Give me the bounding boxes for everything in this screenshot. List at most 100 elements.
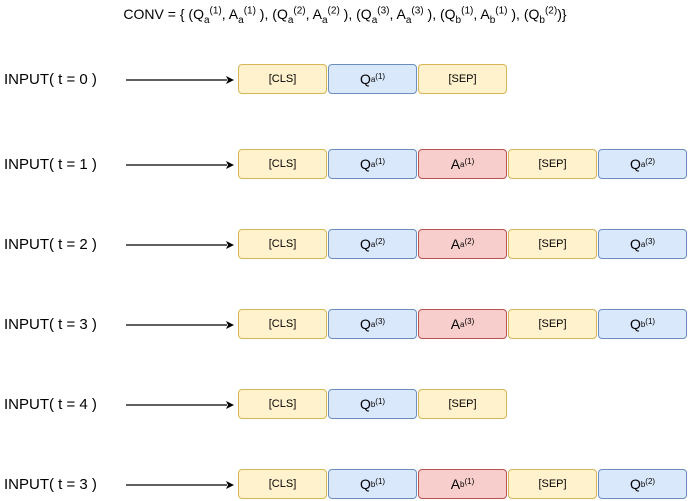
cls-token: [CLS] — [238, 389, 327, 419]
title-open-brace: { — [179, 6, 189, 22]
title-term-superscript: (1) — [209, 5, 222, 17]
cls-token: [CLS] — [238, 309, 327, 339]
token-text: [CLS] — [268, 398, 297, 410]
token-text: [CLS] — [268, 238, 297, 250]
title-term-subscript: a — [203, 14, 210, 26]
token-base: A — [450, 316, 461, 332]
title-term-base: A — [228, 6, 239, 22]
title-qa-pair: (Qa(1), Aa(1) ), — [188, 5, 273, 26]
title-term-superscript: (1) — [243, 5, 256, 17]
input-label: INPUT( t = 3 ) — [4, 316, 97, 333]
title-close-brace: } — [561, 6, 567, 22]
token-text: [SEP] — [448, 398, 477, 410]
title-term-superscript: (2) — [293, 5, 306, 17]
right-arrow-icon — [126, 241, 234, 249]
cls-token: [CLS] — [238, 229, 327, 259]
sep-token: [SEP] — [418, 64, 507, 94]
title-term-subscript: a — [287, 14, 294, 26]
cls-token: [CLS] — [238, 469, 327, 499]
title-qa-pair: (Qa(3), Aa(3) ), — [356, 5, 440, 26]
token-text: [SEP] — [448, 73, 477, 85]
token-base: A — [450, 156, 461, 172]
token-base: Q — [359, 396, 371, 412]
title-term-subscript: a — [371, 14, 378, 26]
token-text: [CLS] — [268, 158, 297, 170]
title-term-subscript: a — [321, 14, 328, 26]
title-term-base: A — [396, 6, 406, 22]
sep-token: [SEP] — [508, 149, 597, 179]
title-term-superscript: (1) — [461, 5, 474, 17]
token-base: Q — [359, 316, 371, 332]
title-term-subscript: b — [455, 14, 462, 26]
sep-token: [SEP] — [508, 469, 597, 499]
token-base: Q — [359, 236, 371, 252]
token-base: Q — [359, 71, 371, 87]
token-base: Q — [629, 236, 641, 252]
cls-token: [CLS] — [238, 64, 327, 94]
token-base: Q — [359, 156, 371, 172]
title-term-superscript: (3) — [377, 5, 390, 17]
title-last-question: (Qb(2)) — [523, 5, 562, 26]
input-label: INPUT( t = 4 ) — [4, 396, 97, 413]
title-qa-pair: (Qb(1), Ab(1) ), — [439, 5, 524, 26]
token-text: [SEP] — [538, 478, 567, 490]
title-qa-pair: (Qa(2), Aa(2) ), — [272, 5, 357, 26]
token-base: Q — [629, 316, 641, 332]
input-label: INPUT( t = 2 ) — [4, 236, 97, 253]
title-term-base: Q — [444, 6, 456, 22]
input-label: INPUT( t = 3 ) — [4, 476, 97, 493]
right-arrow-icon — [126, 321, 234, 329]
token-text: [CLS] — [268, 478, 297, 490]
title-term-base: A — [480, 6, 490, 22]
sep-token: [SEP] — [508, 229, 597, 259]
right-arrow-icon — [126, 161, 234, 169]
right-arrow-icon — [126, 481, 234, 489]
sep-token: [SEP] — [508, 309, 597, 339]
token-base: A — [450, 476, 461, 492]
token-text: [SEP] — [538, 238, 567, 250]
input-label: INPUT( t = 1 ) — [4, 156, 97, 173]
title-term-subscript: b — [539, 14, 545, 26]
title-term-base: Q — [360, 6, 372, 22]
title-term-subscript: a — [405, 14, 412, 26]
title-pairs: (Qa(1), Aa(1) ), (Qa(2), Aa(2) ), (Qa(3)… — [188, 5, 562, 26]
title-term-superscript: (1) — [495, 5, 508, 17]
input-label: INPUT( t = 0 ) — [4, 71, 97, 88]
token-text: [SEP] — [538, 318, 567, 330]
right-arrow-icon — [126, 76, 234, 84]
right-arrow-icon — [126, 401, 234, 409]
token-text: [CLS] — [268, 318, 297, 330]
token-base: A — [450, 236, 461, 252]
cls-token: [CLS] — [238, 149, 327, 179]
title-term-base: Q — [528, 6, 540, 22]
title-term-superscript: (2) — [544, 5, 558, 17]
conversation-title: CONV = { (Qa(1), Aa(1) ), (Qa(2), Aa(2) … — [0, 5, 690, 26]
token-base: Q — [629, 156, 641, 172]
title-term-base: A — [312, 6, 322, 22]
token-text: [SEP] — [538, 158, 567, 170]
sep-token: [SEP] — [418, 389, 507, 419]
title-term-subscript: b — [489, 14, 496, 26]
title-prefix: CONV = — [123, 6, 180, 22]
title-term-subscript: a — [238, 14, 244, 26]
title-term-superscript: (2) — [327, 5, 340, 17]
